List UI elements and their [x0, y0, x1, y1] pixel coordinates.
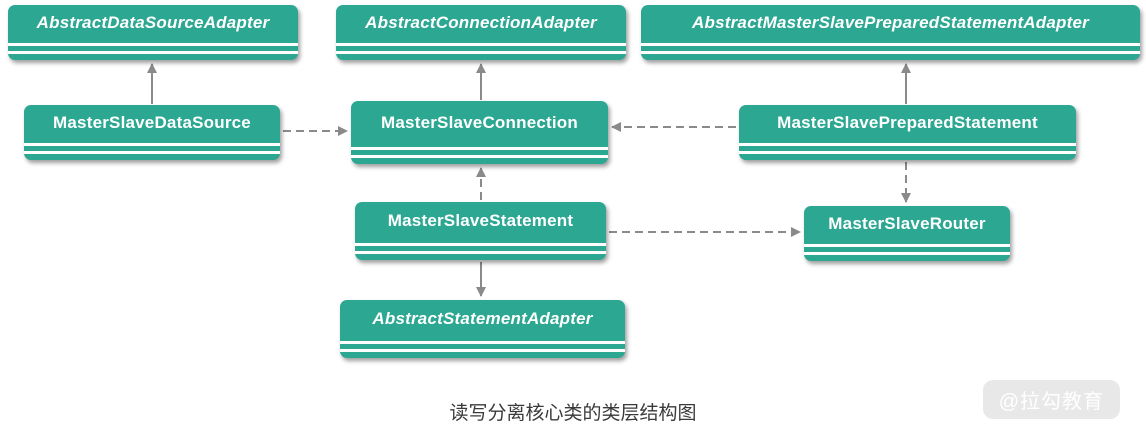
diagram-caption: 读写分离核心类的类层结构图 [449, 403, 697, 424]
uml-compartment-divider [804, 252, 1010, 255]
class-abstract-statement-adapter: AbstractStatementAdapter [340, 300, 625, 358]
uml-compartment-divider [739, 143, 1076, 146]
uml-compartment-divider [336, 43, 626, 46]
class-name-label: AbstractConnectionAdapter [365, 12, 597, 32]
uml-compartment-divider [804, 244, 1010, 247]
uml-compartment-divider [340, 341, 625, 344]
class-name-label: MasterSlaveRouter [828, 213, 986, 233]
class-master-slave-prepared-statement: MasterSlavePreparedStatement [739, 105, 1076, 160]
class-master-slave-data-source: MasterSlaveDataSource [24, 105, 280, 160]
class-abstract-data-source-adapter: AbstractDataSourceAdapter [8, 5, 298, 60]
watermark-badge: @拉勾教育 [982, 380, 1120, 419]
class-master-slave-statement: MasterSlaveStatement [355, 202, 606, 260]
uml-compartment-divider [24, 143, 280, 146]
class-name-label: MasterSlaveStatement [387, 211, 574, 230]
class-name-label: MasterSlaveConnection [381, 112, 578, 132]
class-name-label: AbstractStatementAdapter [372, 309, 593, 328]
class-name-label: AbstractMasterSlavePreparedStatementAdap… [692, 12, 1089, 32]
class-abstract-master-slave-prepared-statement-adapter: AbstractMasterSlavePreparedStatementAdap… [641, 5, 1140, 60]
uml-compartment-divider [8, 43, 298, 46]
uml-compartment-divider [336, 51, 626, 54]
class-name-label: MasterSlaveDataSource [53, 112, 251, 132]
uml-compartment-divider [340, 349, 625, 352]
uml-compartment-divider [8, 51, 298, 54]
class-name-label: AbstractDataSourceAdapter [36, 12, 270, 32]
class-abstract-connection-adapter: AbstractConnectionAdapter [336, 5, 626, 60]
uml-compartment-divider [351, 155, 608, 158]
class-master-slave-connection: MasterSlaveConnection [351, 101, 608, 164]
uml-compartment-divider [355, 243, 606, 246]
uml-compartment-divider [641, 43, 1140, 46]
uml-compartment-divider [739, 151, 1076, 154]
uml-compartment-divider [641, 51, 1140, 54]
uml-compartment-divider [351, 147, 608, 150]
class-name-label: MasterSlavePreparedStatement [777, 112, 1038, 132]
uml-compartment-divider [355, 251, 606, 254]
uml-compartment-divider [24, 151, 280, 154]
class-master-slave-router: MasterSlaveRouter [804, 206, 1010, 261]
